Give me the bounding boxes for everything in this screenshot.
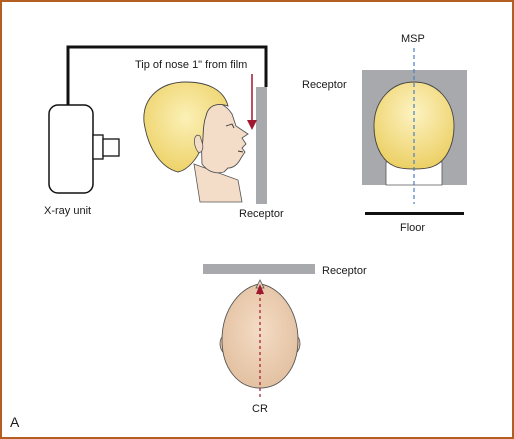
xray-unit-collimator: [92, 134, 104, 160]
frontal-view: MSP Receptor Floor: [302, 33, 467, 234]
lateral-view: Tip of nose 1" from film Receptor X-ray …: [44, 45, 284, 220]
unit-cable: [66, 45, 268, 105]
face-profile: [199, 99, 249, 174]
receptor-lateral: [256, 87, 267, 204]
floor-line: [365, 212, 464, 215]
ear: [194, 134, 204, 153]
receptor-superior: [203, 264, 315, 274]
xray-unit-nozzle: [102, 138, 120, 157]
label-cr: CR: [252, 403, 268, 415]
hair-lateral: [143, 81, 229, 173]
label-xray-unit: X-ray unit: [44, 205, 91, 217]
label-msp: MSP: [401, 33, 425, 45]
nose-arrow-head: [247, 120, 257, 130]
superior-view: Receptor CR: [203, 264, 367, 415]
neck: [193, 163, 243, 203]
mouth: [237, 150, 244, 153]
cr-arrow-head: [256, 284, 264, 294]
label-receptor-frontal: Receptor: [302, 79, 347, 91]
label-floor: Floor: [400, 222, 425, 234]
label-receptor-superior: Receptor: [322, 265, 367, 277]
label-tip-of-nose: Tip of nose 1" from film: [135, 59, 247, 71]
figure-letter: A: [10, 414, 20, 430]
xray-unit-body: [48, 104, 94, 194]
label-receptor-lateral: Receptor: [239, 208, 284, 220]
eye: [225, 123, 235, 129]
